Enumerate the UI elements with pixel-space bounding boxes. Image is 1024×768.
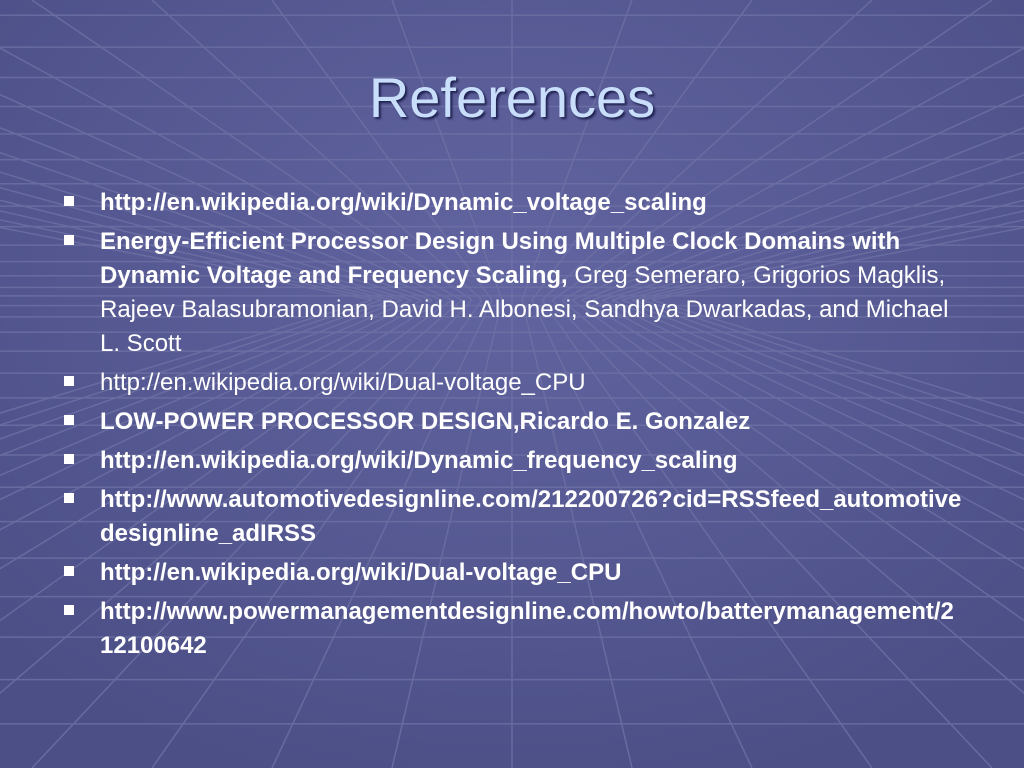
square-bullet-icon xyxy=(64,493,74,503)
square-bullet-icon xyxy=(64,415,74,425)
square-bullet-icon xyxy=(64,235,74,245)
reference-item: http://en.wikipedia.org/wiki/Dynamic_vol… xyxy=(62,186,962,220)
reference-bold-text: http://en.wikipedia.org/wiki/Dynamic_vol… xyxy=(100,189,707,216)
reference-item: http://www.automotivedesignline.com/2122… xyxy=(62,483,962,551)
reference-item: http://en.wikipedia.org/wiki/Dual-voltag… xyxy=(62,366,962,400)
square-bullet-icon xyxy=(64,566,74,576)
reference-item: http://www.powermanagementdesignline.com… xyxy=(62,595,962,663)
reference-bold-text: http://en.wikipedia.org/wiki/Dual-voltag… xyxy=(100,559,622,586)
square-bullet-icon xyxy=(64,454,74,464)
reference-bold-text: http://www.powermanagementdesignline.com… xyxy=(100,598,954,659)
reference-item: LOW-POWER PROCESSOR DESIGN,Ricardo E. Go… xyxy=(62,405,962,439)
square-bullet-icon xyxy=(64,605,74,615)
reference-bold-text: LOW-POWER PROCESSOR DESIGN,Ricardo E. Go… xyxy=(100,408,751,435)
reference-bold-text: http://www.automotivedesignline.com/2122… xyxy=(100,486,962,547)
reference-item: Energy-Efficient Processor Design Using … xyxy=(62,225,962,361)
reference-bold-text: Energy-Efficient Processor Design Using … xyxy=(100,228,901,289)
square-bullet-icon xyxy=(64,376,74,386)
square-bullet-icon xyxy=(64,196,74,206)
reference-list: http://en.wikipedia.org/wiki/Dynamic_vol… xyxy=(62,186,962,668)
reference-item: http://en.wikipedia.org/wiki/Dual-voltag… xyxy=(62,556,962,590)
reference-plain-text: Greg Semeraro, Grigorios Magklis, Rajeev… xyxy=(100,262,949,357)
reference-item: http://en.wikipedia.org/wiki/Dynamic_fre… xyxy=(62,444,962,478)
slide-title: References xyxy=(368,66,656,129)
reference-bold-text: http://en.wikipedia.org/wiki/Dynamic_fre… xyxy=(100,447,738,474)
reference-plain-text: http://en.wikipedia.org/wiki/Dual-voltag… xyxy=(100,369,586,396)
